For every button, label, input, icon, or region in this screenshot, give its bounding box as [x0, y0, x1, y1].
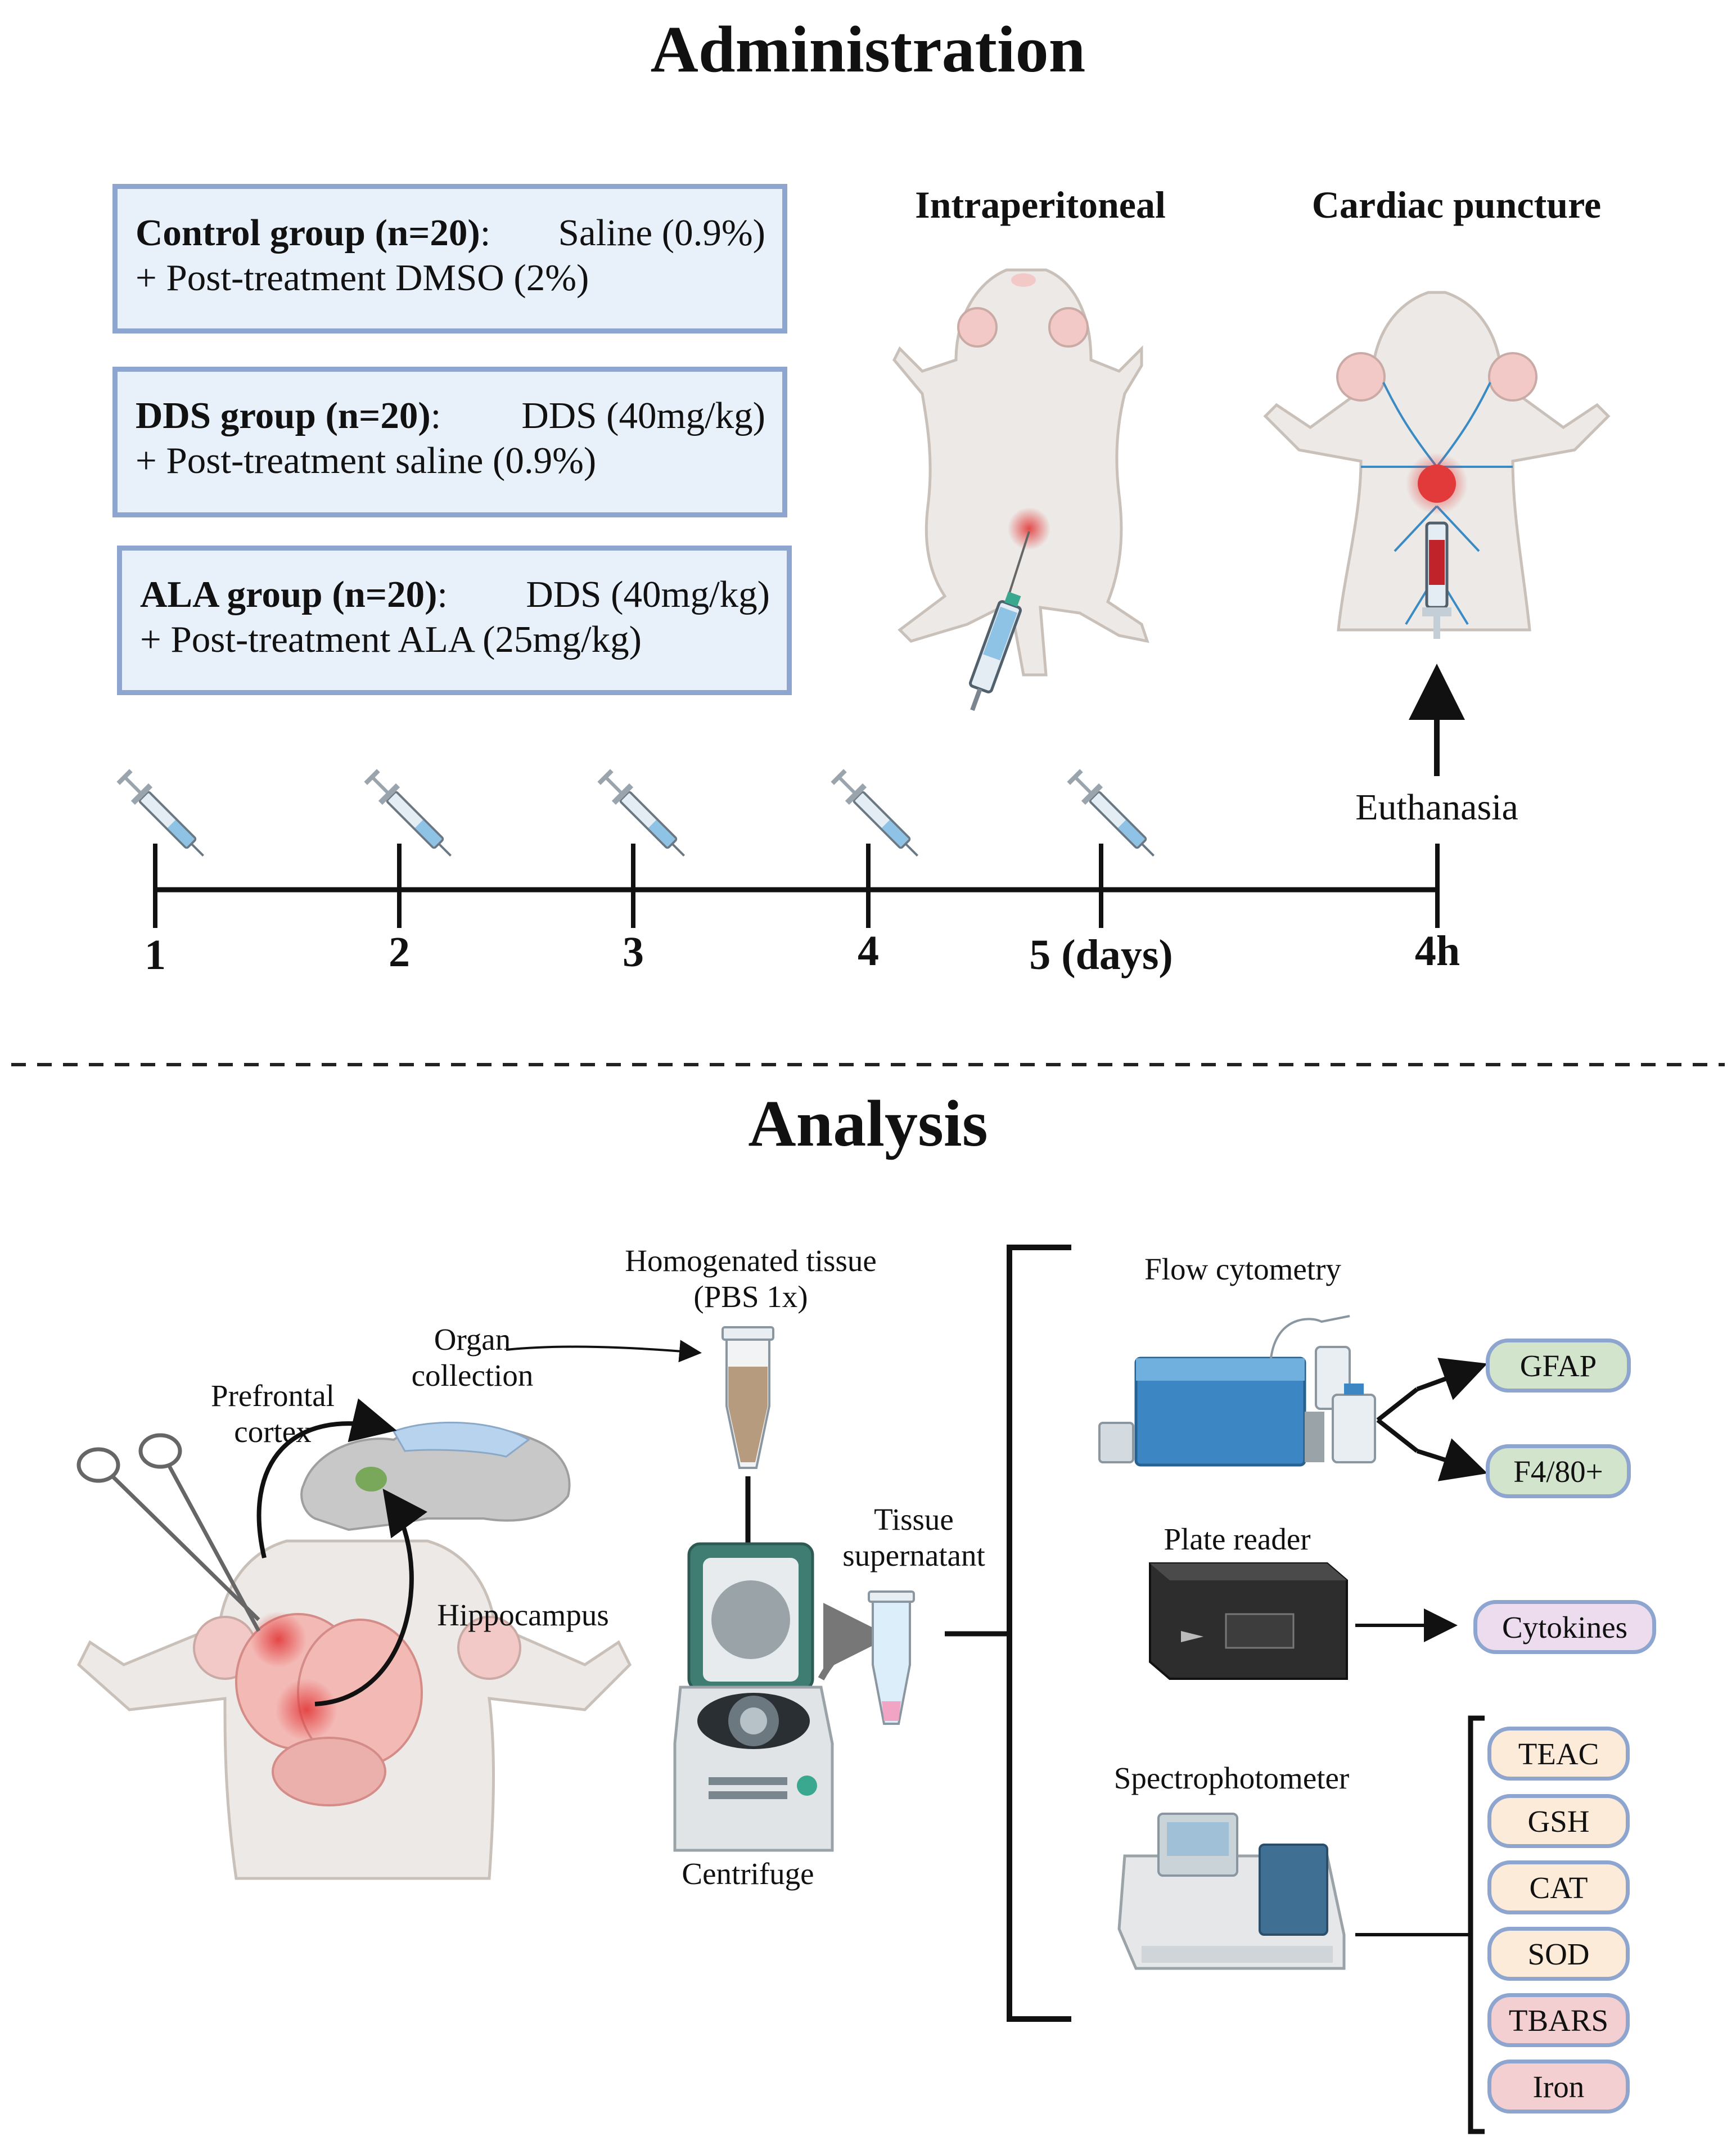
spectrophotometer-illustration: [1117, 1813, 1346, 1970]
to-f480-arrow: [1416, 1438, 1488, 1481]
sagittal-brain-illustration: [300, 1421, 571, 1531]
ala-group-box: ALA group (n=20):DDS (40mg/kg) + Post-tr…: [117, 546, 792, 695]
supernatant-tube-illustration: [868, 1590, 915, 1725]
organ-collection-label: Organ collection: [411, 1322, 534, 1393]
timeline-label-4: 4: [858, 927, 879, 975]
teac-pill: TEAC: [1487, 1727, 1630, 1781]
analysis-bracket: [1007, 1245, 1071, 2022]
homogenated-pbs-label: (PBS 1x): [693, 1279, 808, 1314]
homogenate-tube-illustration: [722, 1326, 774, 1469]
group-post-treatment: + Post-treatment DMSO (2%): [136, 257, 589, 299]
cytokines-pill: Cytokines: [1473, 1600, 1656, 1654]
assays-bracket: [1468, 1715, 1485, 2134]
timeline-label-3: 3: [623, 929, 644, 976]
plate-reader-label: Plate reader: [1164, 1522, 1311, 1556]
gsh-pill: GSH: [1487, 1794, 1630, 1848]
organ-collection-arrow: [506, 1340, 702, 1363]
timeline-label-5-days: 5 (days): [1029, 931, 1173, 979]
f480-pill: F4/80+: [1486, 1444, 1631, 1498]
sod-pill: SOD: [1487, 1927, 1630, 1981]
group-post-treatment: + Post-treatment ALA (25mg/kg): [140, 619, 642, 660]
timeline-label-2: 2: [389, 929, 410, 976]
spectrophotometer-label: Spectrophotometer: [1113, 1761, 1350, 1795]
prefrontal-arrow: [256, 1398, 397, 1558]
flow-cytometry-label: Flow cytometry: [1144, 1252, 1341, 1286]
group-treatment: DDS (40mg/kg): [526, 574, 770, 615]
centrifuge-illustration: [673, 1542, 834, 1852]
iron-pill: Iron: [1487, 2060, 1630, 2114]
to-gfap-arrow: [1416, 1358, 1488, 1400]
euthanasia-label: Euthanasia: [1355, 787, 1518, 828]
tbars-pill: TBARS: [1487, 1993, 1630, 2047]
cat-pill: CAT: [1487, 1860, 1630, 1914]
group-treatment: DDS (40mg/kg): [521, 395, 765, 436]
gfap-pill: GFAP: [1486, 1339, 1631, 1393]
timeline-syringes: [114, 767, 1162, 864]
group-name: Control group (n=20): [136, 212, 480, 254]
centrifuge-label: Centrifuge: [682, 1856, 814, 1891]
hippocampus-label: Hippocampus: [437, 1598, 609, 1632]
administration-title: Administration: [650, 12, 1086, 86]
group-treatment: Saline (0.9%): [558, 212, 765, 254]
mouse-intraperitoneal-illustration: [892, 268, 1149, 711]
dds-group-box: DDS group (n=20):DDS (40mg/kg) + Post-tr…: [112, 367, 787, 517]
dissection-scissors-icon: [76, 1433, 261, 1632]
hippocampus-arrow: [314, 1489, 427, 1706]
analysis-title: Analysis: [748, 1087, 988, 1160]
timeline-ticks: [153, 844, 1440, 928]
tissue-supernatant-label: Tissue supernatant: [842, 1502, 985, 1572]
timeline-label-4h: 4h: [1414, 927, 1460, 975]
to-supernatant-arrow: [818, 1603, 891, 1680]
plate-reader-illustration: [1149, 1562, 1348, 1680]
cardiac-puncture-label: Cardiac puncture: [1311, 183, 1602, 226]
control-group-box: Control group (n=20):Saline (0.9%) + Pos…: [112, 184, 787, 334]
mouse-cardiac-puncture-illustration: [1263, 291, 1611, 639]
timeline-label-1: 1: [145, 931, 166, 979]
homogenated-tissue-label: Homogenated tissue: [625, 1243, 877, 1278]
flow-cytometer-illustration: [1098, 1315, 1376, 1467]
group-name: DDS group (n=20): [136, 395, 431, 436]
intraperitoneal-label: Intraperitoneal: [915, 183, 1166, 226]
prefrontal-cortex-label: Prefrontal cortex: [211, 1378, 335, 1449]
group-post-treatment: + Post-treatment saline (0.9%): [136, 440, 597, 481]
mouse-brain-dissection-illustration: [76, 1539, 632, 1880]
group-name: ALA group (n=20): [140, 574, 438, 615]
